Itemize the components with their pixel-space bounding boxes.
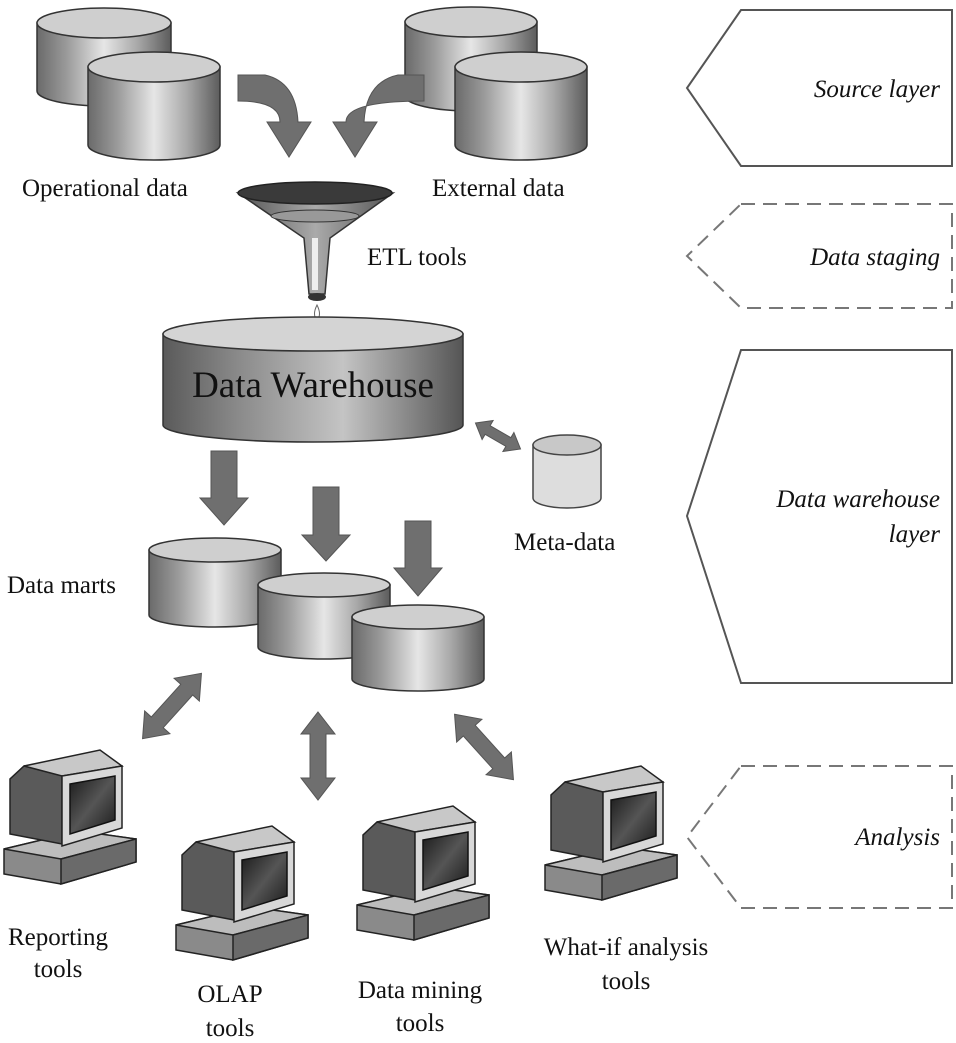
database-cylinder-icon [454, 51, 588, 161]
operational-data-label: Operational data [22, 175, 188, 202]
data-mining-tools-label-line2: tools [396, 1010, 445, 1037]
olap-tools-label-line2: tools [206, 1015, 255, 1042]
layer-data-staging: Data staging [685, 203, 953, 309]
layer-source: Source layer [685, 9, 953, 167]
data-warehouse-label: Data Warehouse [192, 365, 434, 406]
data-mining-computer-icon [356, 805, 490, 942]
operational-data-cylinders [36, 7, 221, 161]
arrow-icon [142, 672, 202, 740]
layer-data-staging-label: Data staging [809, 244, 940, 271]
arrow-icon [392, 520, 444, 597]
what-if-tools-label-line2: tools [602, 968, 651, 995]
arrow-icon [332, 74, 425, 158]
what-if-computer-icon [544, 765, 678, 902]
layer-data-warehouse-label-line2: layer [889, 521, 941, 548]
arrow-icon [299, 711, 337, 801]
data-mining-tools-label-line1: Data mining [358, 977, 483, 1004]
layer-data-warehouse-label-line1: Data warehouse [775, 486, 940, 513]
external-data-cylinders [404, 6, 588, 161]
etl-tools-label: ETL tools [367, 244, 467, 271]
arrow-icon [198, 450, 250, 526]
arrow-icon [454, 713, 514, 781]
data-marts-label: Data marts [7, 572, 116, 599]
arrow-icon [474, 419, 522, 453]
layer-data-warehouse: Data warehouse layer [685, 349, 953, 684]
layer-analysis-label: Analysis [853, 824, 940, 851]
olap-computer-icon [175, 825, 309, 962]
reporting-computer-icon [3, 749, 137, 886]
data-mart-cylinder [148, 537, 282, 628]
olap-tools-label-line1: OLAP [197, 981, 262, 1008]
layer-source-label: Source layer [814, 76, 940, 103]
metadata-cylinder [532, 434, 602, 509]
arrow-icon [237, 74, 312, 158]
data-mart-cylinder [351, 604, 485, 692]
funnel-icon [235, 181, 396, 339]
arrow-icon [300, 486, 352, 562]
reporting-tools-label-line1: Reporting [8, 924, 108, 951]
layer-analysis: Analysis [685, 765, 953, 909]
data-warehouse-cylinder [162, 316, 464, 443]
reporting-tools-label-line2: tools [34, 956, 83, 983]
external-data-label: External data [432, 175, 565, 202]
database-cylinder-icon [87, 51, 221, 161]
what-if-tools-label-line1: What-if analysis [544, 934, 709, 961]
metadata-label: Meta-data [514, 529, 615, 556]
